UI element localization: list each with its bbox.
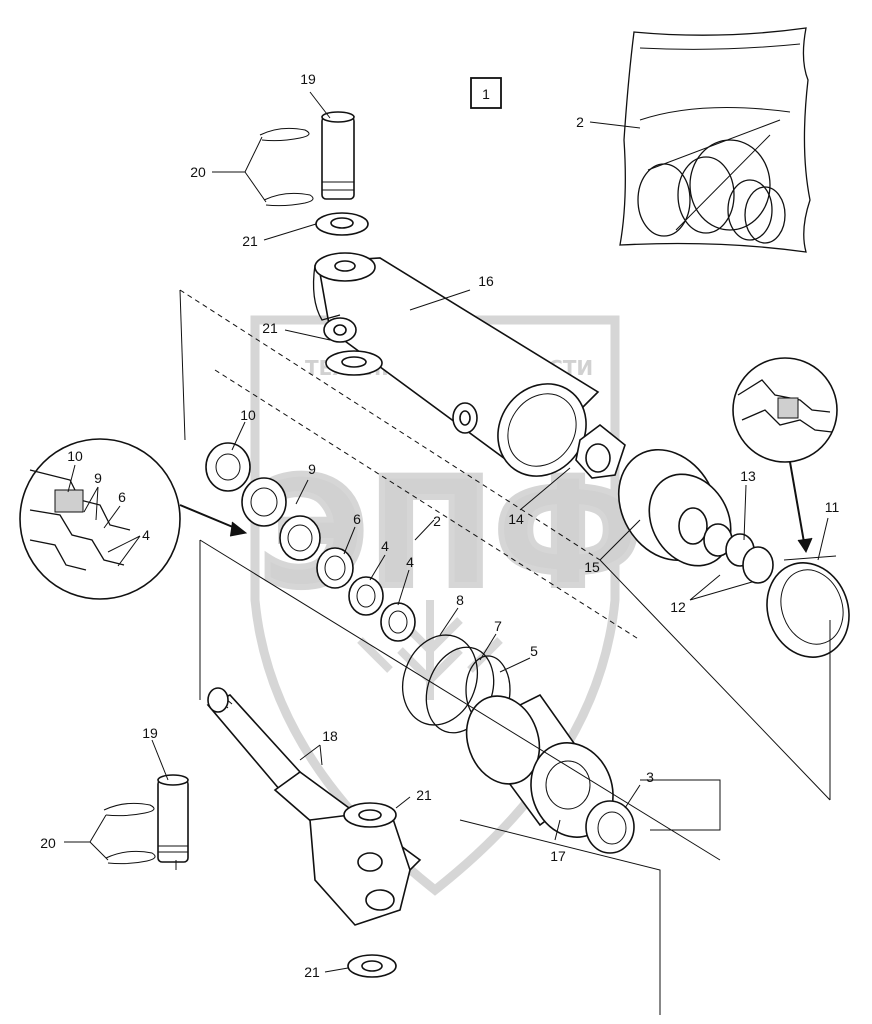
top-washer	[315, 212, 369, 236]
frame-label-text: 1	[482, 86, 490, 102]
callout-20-bottom: 20	[40, 835, 56, 851]
mid-washer	[325, 350, 383, 376]
callout-21-bottom-b: 21	[304, 964, 320, 980]
callout-9: 9	[308, 461, 316, 477]
callout-labels: 19 20 21 16 21 2 10 9 6 4 4 2 8 7 5 14 1…	[40, 71, 839, 980]
frame-label-box: 1	[470, 77, 502, 109]
gland-nut	[766, 555, 850, 658]
callout-21-top: 21	[242, 233, 258, 249]
detail-callout-9: 9	[94, 470, 102, 486]
callout-21-bottom-a: 21	[416, 787, 432, 803]
callout-21-mid: 21	[262, 320, 278, 336]
callout-12: 12	[670, 599, 686, 615]
detail-callout-4: 4	[142, 527, 150, 543]
rod-seals	[205, 442, 416, 642]
callout-20-top: 20	[190, 164, 206, 180]
callout-3: 3	[646, 769, 654, 785]
rod-guide	[465, 693, 614, 838]
bottom-washers	[343, 802, 397, 978]
cylinder-barrel	[312, 252, 600, 477]
detail-circle-right	[732, 357, 838, 554]
port-fitting	[575, 423, 626, 479]
callout-10: 10	[240, 407, 256, 423]
watermark-logo: ЭПФ	[258, 447, 642, 621]
seal-kit-bag	[619, 27, 811, 253]
callout-2-mid: 2	[433, 513, 441, 529]
callout-19-bottom: 19	[142, 725, 158, 741]
bottom-clips	[103, 802, 156, 865]
leader-lines	[64, 91, 829, 973]
callout-13: 13	[740, 468, 756, 484]
detail-callout-10: 10	[67, 448, 83, 464]
assembly-lines	[175, 289, 831, 1015]
callout-7: 7	[494, 618, 502, 634]
callout-4b: 4	[406, 554, 414, 570]
callout-16: 16	[478, 273, 494, 289]
rod-eye	[309, 809, 411, 926]
detail-leaders	[67, 464, 141, 567]
callout-11: 11	[825, 499, 840, 515]
callout-4a: 4	[381, 538, 389, 554]
callout-5: 5	[530, 643, 538, 659]
bottom-pin	[157, 774, 189, 863]
callout-6: 6	[353, 511, 361, 527]
callout-2-bag: 2	[576, 114, 584, 130]
wiper-seal	[585, 800, 635, 854]
detail-callout-6: 6	[118, 489, 126, 505]
callout-18: 18	[322, 728, 338, 744]
watermark: ТЕХНИКА ЗАПЧАСТИ ЭПФ	[250, 315, 645, 896]
callout-8: 8	[456, 592, 464, 608]
top-pin	[321, 111, 355, 200]
callout-14: 14	[508, 511, 524, 527]
callout-19-top: 19	[300, 71, 316, 87]
piston-rings	[703, 523, 774, 584]
callout-17: 17	[550, 848, 566, 864]
callout-15: 15	[584, 559, 600, 575]
detail-circle-left	[19, 438, 248, 600]
top-clips	[259, 127, 314, 207]
